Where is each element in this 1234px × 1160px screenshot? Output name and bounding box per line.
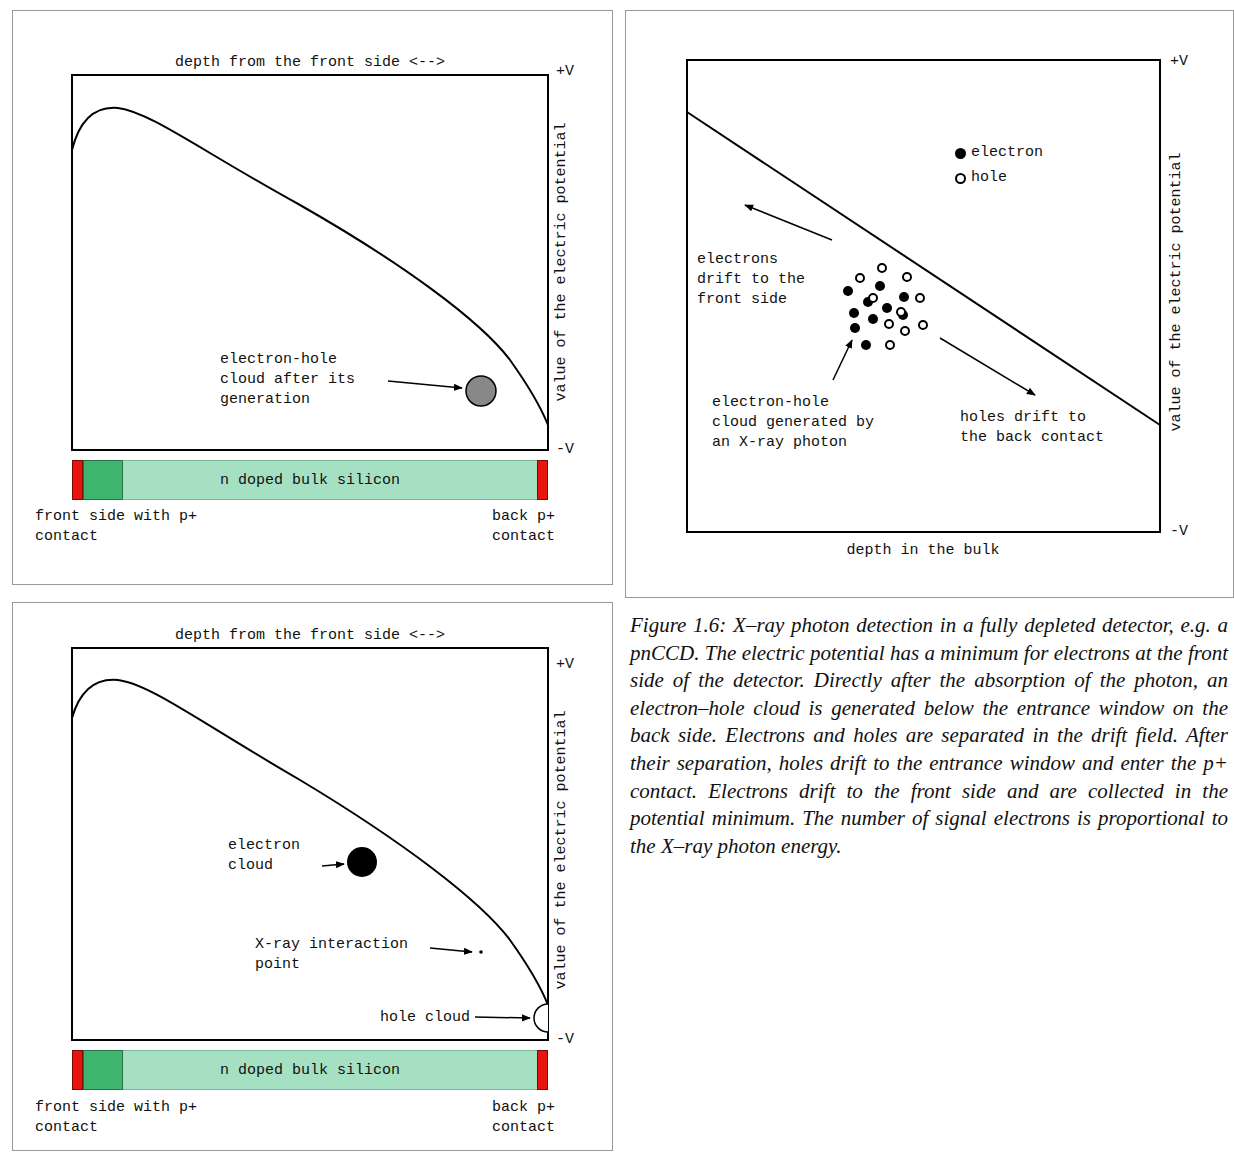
annotation: electrons drift to the front side	[697, 250, 827, 310]
plot-box	[72, 75, 548, 450]
annotation: back p+ contact	[492, 1098, 572, 1138]
band-label: n doped bulk silicon	[73, 1062, 547, 1079]
annotation: -V	[556, 440, 574, 460]
front-contact	[72, 1050, 83, 1090]
annotation: front side with p+ contact	[35, 1098, 215, 1138]
annotation: -V	[1170, 522, 1188, 542]
back-contact	[537, 1050, 548, 1090]
legend-label: hole	[971, 168, 1007, 188]
annotation: X-ray interaction point	[255, 935, 425, 975]
axis-label: value of the electric potential	[552, 122, 572, 401]
annotation: electron cloud	[228, 836, 318, 876]
leader-arrow	[388, 381, 462, 388]
annotation: electron-hole cloud generated by an X-ra…	[712, 393, 877, 453]
back-contact	[537, 460, 548, 500]
annotation: +V	[1170, 52, 1188, 72]
potential-curve	[72, 680, 548, 1005]
front-p-region	[83, 460, 123, 500]
band-label: n doped bulk silicon	[73, 472, 547, 489]
front-contact	[72, 460, 83, 500]
drift-arrow	[940, 338, 1035, 395]
drift-arrow	[745, 205, 832, 240]
annotation: +V	[556, 62, 574, 82]
legend-marker	[955, 173, 966, 184]
legend-label: electron	[971, 143, 1043, 163]
plot-box	[687, 60, 1160, 532]
annotation: back p+ contact	[492, 507, 572, 547]
silicon-band: n doped bulk silicon	[72, 460, 548, 500]
panel-frame	[13, 603, 613, 1151]
electron-dots	[843, 281, 909, 350]
annotation: -V	[556, 1030, 574, 1050]
front-p-region	[83, 1050, 123, 1090]
annotation: front side with p+ contact	[35, 507, 215, 547]
annotation: depth in the bulk	[846, 541, 999, 561]
potential-curve	[72, 108, 548, 425]
axis-label: value of the electric potential	[552, 710, 572, 989]
hole-dots	[856, 264, 927, 349]
silicon-band: n doped bulk silicon	[72, 1050, 548, 1090]
leader-arrow	[475, 1017, 530, 1018]
axis-label: value of the electric potential	[1167, 152, 1187, 431]
electron-hole-cloud	[466, 376, 496, 406]
interaction-point	[479, 950, 483, 954]
hole-cloud	[534, 1004, 548, 1032]
legend-marker	[955, 148, 966, 159]
leader-arrow	[322, 864, 344, 866]
annotation: hole cloud	[380, 1008, 480, 1028]
electron-cloud	[347, 847, 377, 877]
annotation: +V	[556, 655, 574, 675]
plot-box	[72, 648, 548, 1040]
annotation: depth from the front side <-->	[175, 626, 445, 646]
leader-arrow	[833, 340, 852, 380]
figure-caption: Figure 1.6: X–ray photon detection in a …	[630, 612, 1228, 860]
panel-frame	[13, 11, 613, 585]
panel-frame	[626, 11, 1234, 598]
annotation: holes drift to the back contact	[960, 408, 1120, 448]
annotation: electron-hole cloud after its generation	[220, 350, 370, 410]
leader-arrow	[430, 948, 472, 952]
potential-line	[687, 112, 1160, 425]
annotation: depth from the front side <-->	[175, 53, 445, 73]
